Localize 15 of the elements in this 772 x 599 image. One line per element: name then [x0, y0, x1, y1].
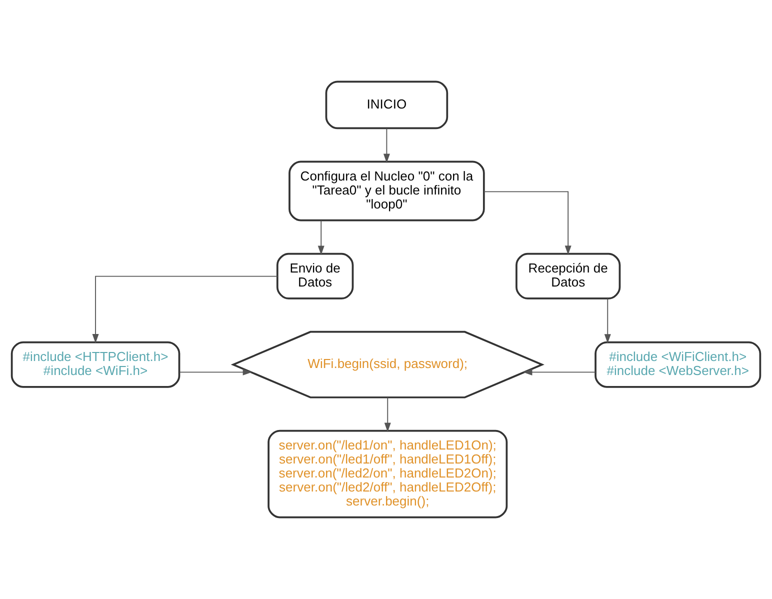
arrow — [484, 191, 572, 255]
node-box: #include <WiFiClient.h> #include <WebServer.h> — [594, 341, 762, 388]
arrow — [383, 128, 390, 164]
node-box: #include <HTTPClient.h> #include <WiFi.h> — [10, 341, 180, 388]
node-box: Recepción de Datos — [516, 252, 621, 300]
arrow — [179, 368, 252, 376]
arrow — [604, 298, 611, 344]
node-box: server.on("/led1/on", handleLED1On); server.on("/led1/off", handleLED1Off); server.on("/led2/on", handleLED2On); server.on("/led2/off", handleLED2Off); server.begin(); — [268, 430, 508, 518]
arrow — [318, 220, 324, 256]
arrow — [522, 368, 596, 376]
arrow — [384, 396, 391, 432]
arrow — [92, 276, 278, 344]
node-box: Configura el Nucleo "0" con la "Tarea0" y el bucle infinito "loop0" — [288, 160, 485, 222]
node-box: Envio de Datos — [276, 252, 354, 300]
node-box: INICIO — [325, 80, 448, 130]
